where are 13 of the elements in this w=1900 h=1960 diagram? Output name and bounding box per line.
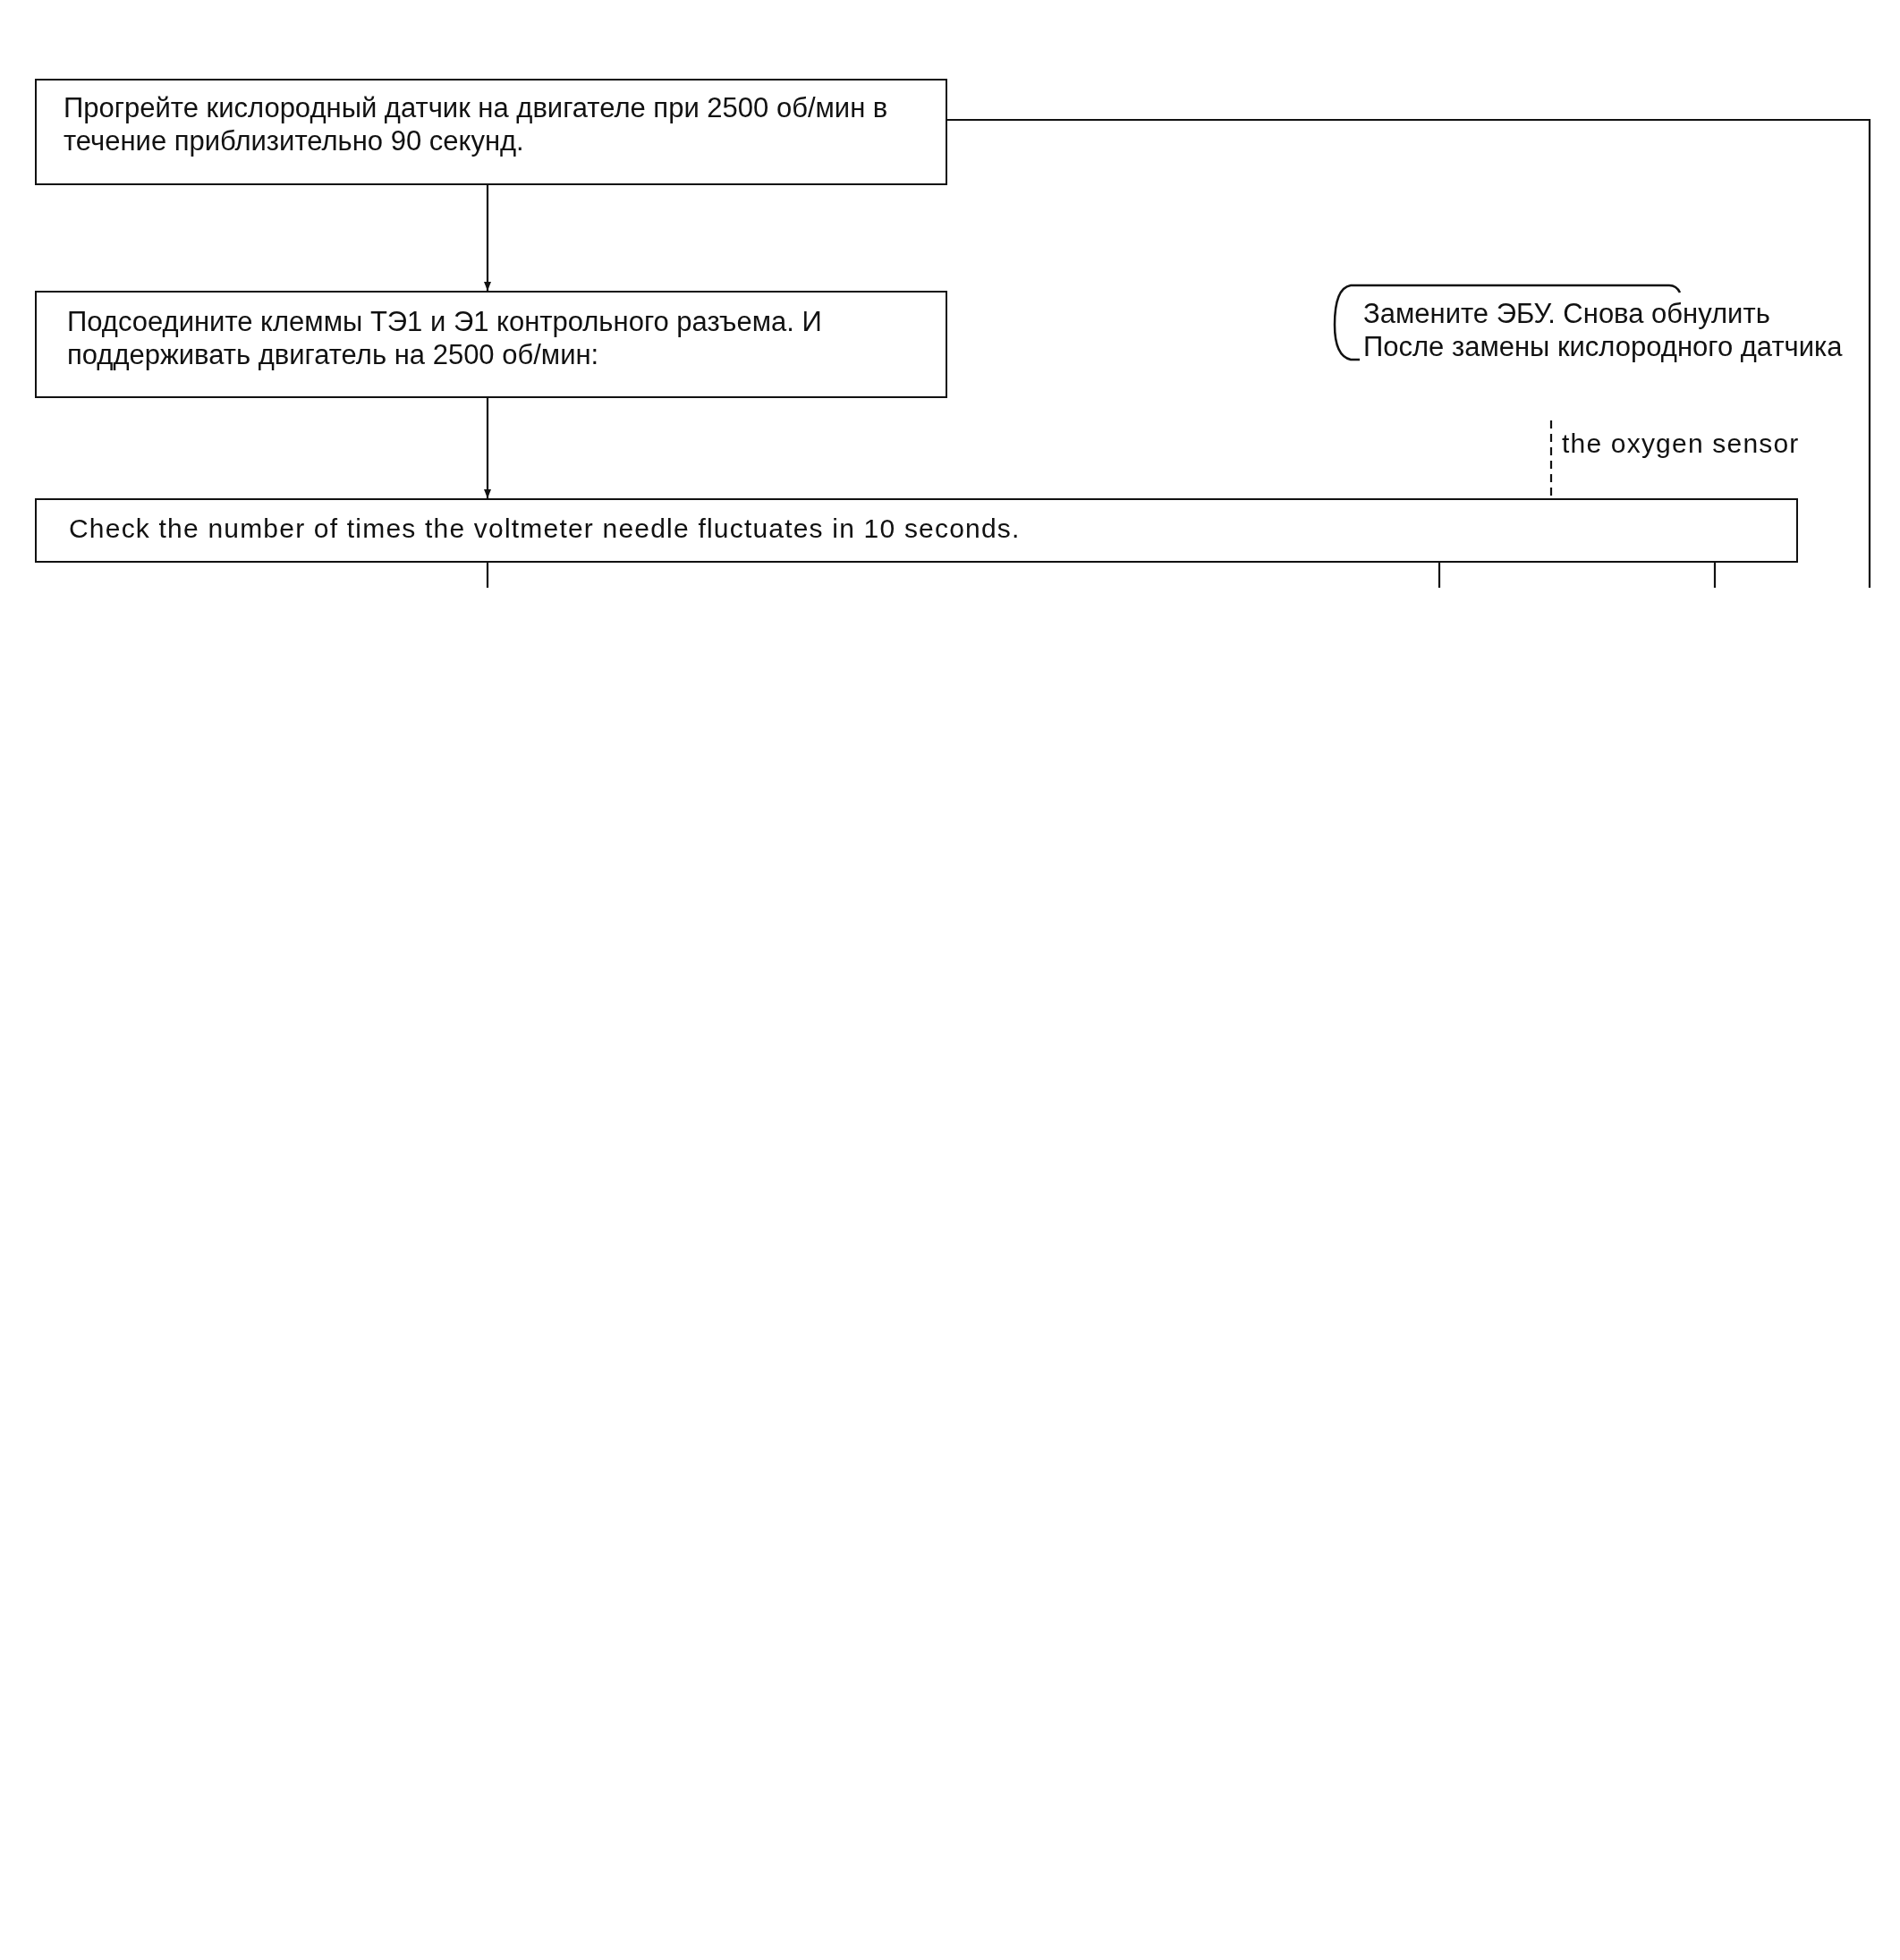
connector-line: [486, 563, 489, 588]
arrow: [484, 185, 491, 291]
arrow: [484, 398, 491, 498]
dashed-line: [1549, 420, 1553, 498]
instruction-text: Прогрейте кислородный датчик на двигателе при 2500 об/мин в течение приблизительно 90 секунд.: [64, 91, 889, 158]
note-text: the oxygen sensor: [1562, 428, 1800, 460]
process-box: [35, 498, 1798, 563]
process-box: [35, 79, 947, 185]
instruction-text: Замените ЭБУ. Снова обнулить После замены кислородного датчика: [1363, 297, 1844, 364]
instruction-text: Подсоедините клеммы ТЭ1 и Э1 контрольного разъема. И поддерживать двигатель на 2500 об/мин:: [67, 305, 823, 372]
instruction-text: Check the number of times the voltmeter needle fluctuates in 10 seconds.: [69, 513, 1021, 545]
connector-line: [947, 118, 1871, 588]
process-box: [35, 291, 947, 398]
